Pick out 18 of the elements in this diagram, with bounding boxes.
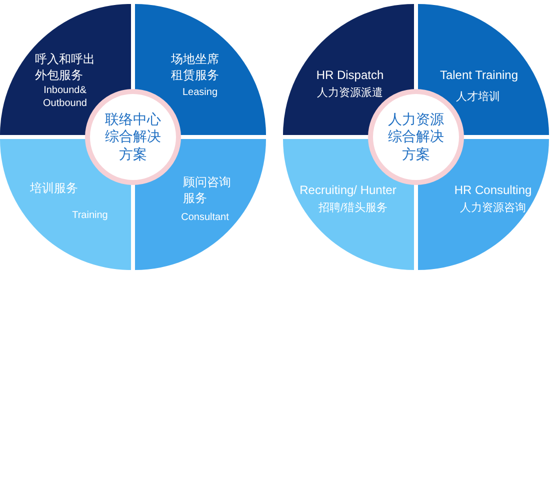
- segment-title: 呼入和呼出外包服务: [35, 52, 96, 84]
- segment-title: Recruiting/ Hunter: [298, 183, 398, 199]
- segment-subtitle: 招聘/猎头服务: [317, 201, 389, 216]
- segment-title: 顾问咨询服务: [183, 175, 232, 206]
- segment-subtitle: Consultant: [180, 211, 230, 224]
- segment-subtitle: 人才培训: [455, 90, 501, 104]
- segment-title: HR Consulting: [453, 183, 533, 199]
- segment-subtitle: 人力资源咨询: [459, 201, 527, 216]
- segment-subtitle: Inbound& Outbound: [42, 84, 88, 110]
- center-title: 人力资源综合解决方案: [387, 110, 445, 164]
- segment-title: 培训服务: [30, 181, 79, 197]
- segment-title: HR Dispatch: [315, 68, 385, 84]
- segment-subtitle: Leasing: [181, 86, 219, 99]
- center-title: 联络中心综合解决方案: [104, 110, 162, 164]
- segment-subtitle: 人力资源派遣: [316, 86, 384, 100]
- segment-title: Talent Training: [438, 68, 520, 84]
- segment-title: 场地坐席租赁服务: [171, 52, 220, 84]
- segment-subtitle: Training: [71, 209, 109, 222]
